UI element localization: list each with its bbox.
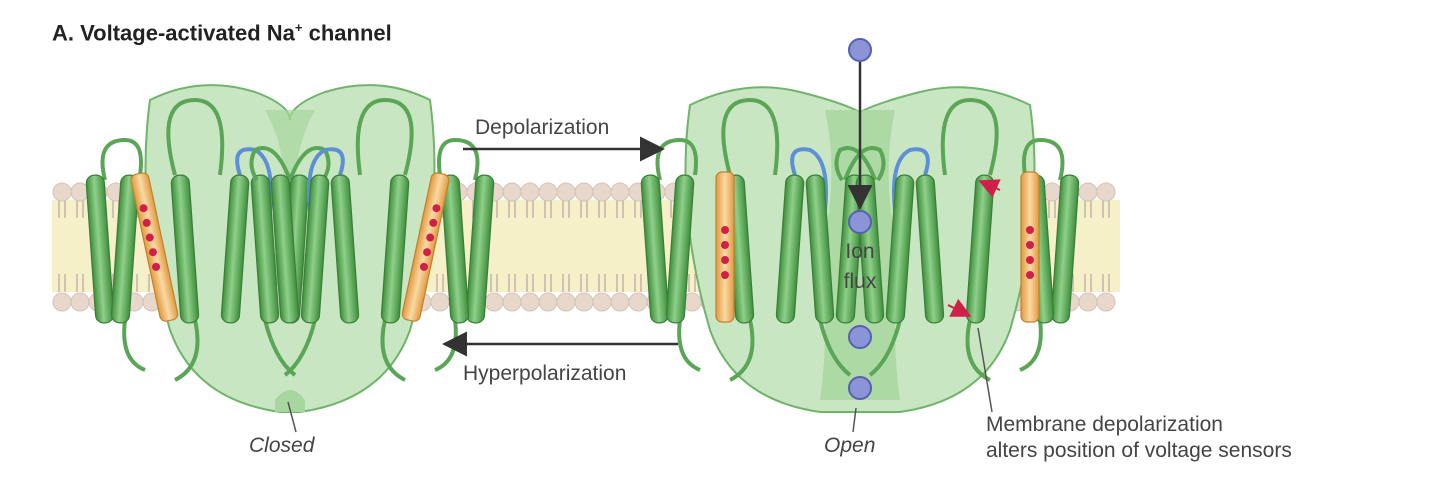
- channel-domain: [834, 97, 1080, 382]
- hyperpolarization-label: Hyperpolarization: [463, 362, 627, 385]
- annotation-line1: Membrane depolarization: [986, 413, 1223, 436]
- ion-4: [848, 376, 872, 400]
- open-channel: [640, 86, 1080, 413]
- closed-state-label: Closed: [249, 434, 315, 457]
- channel-domain: [85, 97, 331, 382]
- ion-flux-label: Ion flux: [830, 237, 890, 297]
- depolarization-label: Depolarization: [475, 116, 610, 139]
- closed-channel: [85, 84, 495, 413]
- annotation-line2: alters position of voltage sensors: [986, 439, 1292, 462]
- ion-3: [848, 325, 872, 349]
- sensor-move-arrow-down: [947, 298, 972, 317]
- open-state-label: Open: [824, 434, 876, 457]
- annotation-text: Membrane depolarization alters position …: [986, 412, 1292, 464]
- channel-domain: [249, 97, 495, 382]
- title-tail: channel: [302, 20, 392, 46]
- sensor-move-arrow-up: [978, 179, 1001, 198]
- figure-title: A. Voltage-activated Na+ channel: [52, 20, 392, 46]
- title-superscript: +: [294, 20, 303, 35]
- ion-flux-line2: flux: [843, 270, 877, 293]
- open-leader-line: [852, 407, 857, 433]
- ion-2: [848, 210, 872, 234]
- channel-domain: [640, 97, 886, 382]
- ion-flux: [847, 38, 873, 400]
- ion-1: [848, 38, 872, 62]
- ion-flux-line1: Ion: [845, 240, 875, 263]
- closed-leader-line: [287, 401, 297, 433]
- title-text: A. Voltage-activated Na: [52, 20, 295, 46]
- annotation-leader-line: [977, 327, 993, 413]
